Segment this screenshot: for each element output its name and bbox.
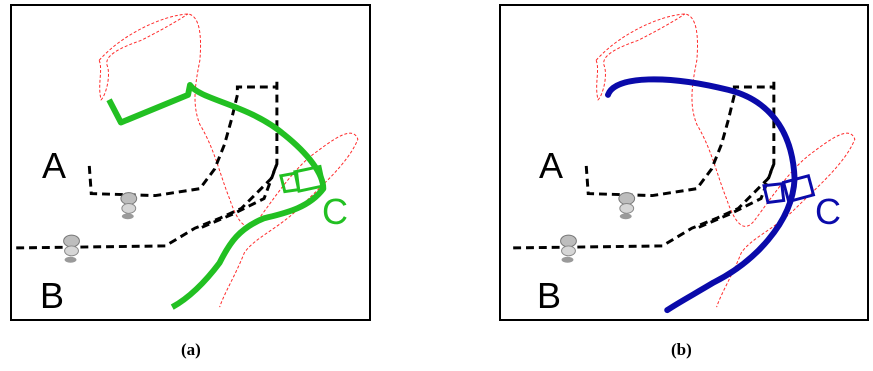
dashed-path-b xyxy=(16,163,279,250)
dashed-path-b xyxy=(513,163,776,250)
label-a: A xyxy=(539,145,564,186)
caption-a: (a) xyxy=(181,340,201,359)
robot-icon xyxy=(560,234,577,263)
trajectory-a xyxy=(106,82,327,310)
label-c: C xyxy=(815,191,841,232)
robot-icon xyxy=(120,192,138,220)
trajectory-b xyxy=(605,76,798,314)
label-c: C xyxy=(322,191,348,232)
panel-a: A B C xyxy=(10,4,371,321)
label-b: B xyxy=(40,275,65,316)
robot-icon xyxy=(618,192,636,220)
thin-red-path xyxy=(98,13,359,308)
dashed-path-a xyxy=(87,80,279,230)
label-b: B xyxy=(537,275,562,316)
panel-b: A B C xyxy=(499,4,869,321)
camera-icon xyxy=(762,173,816,205)
label-a: A xyxy=(42,145,67,186)
panel-a-diagram xyxy=(16,13,359,310)
thin-red-path xyxy=(595,13,856,308)
dashed-path-a xyxy=(584,80,776,230)
robot-icon xyxy=(63,234,80,263)
camera-icon xyxy=(279,164,326,194)
caption-b: (b) xyxy=(671,340,692,359)
panel-b-diagram xyxy=(513,13,856,314)
